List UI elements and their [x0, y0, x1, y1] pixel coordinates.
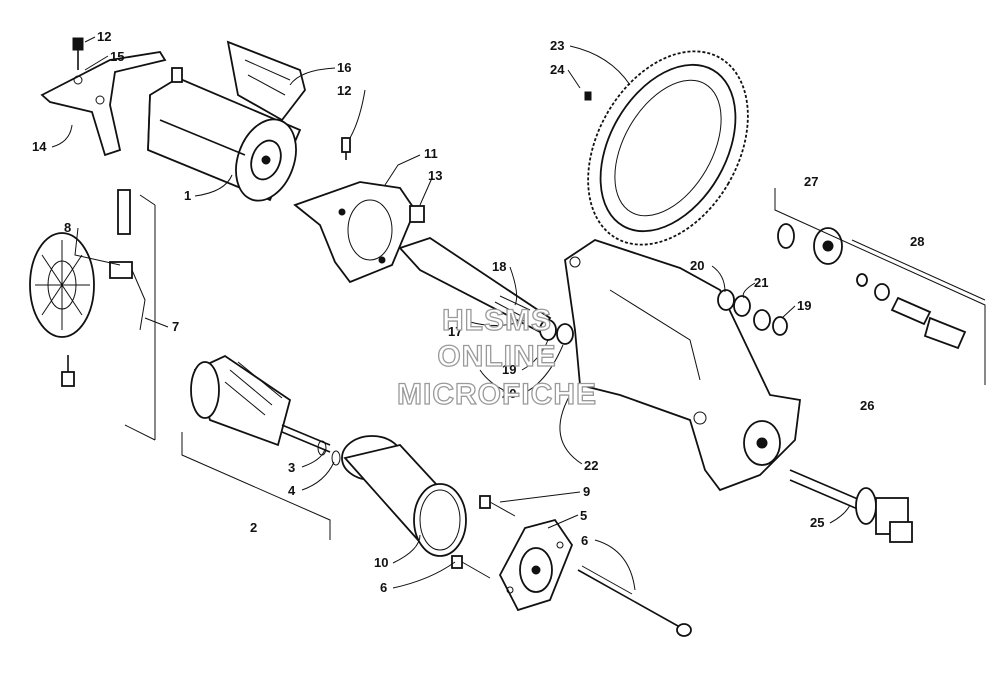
- washer-set: [717, 289, 788, 336]
- callout-28: 28: [910, 234, 924, 249]
- callout-10: 10: [374, 555, 388, 570]
- callout-4: 4: [288, 483, 296, 498]
- through-bolt: [577, 565, 692, 637]
- bendix-drive: [789, 469, 913, 543]
- mount-plate: [564, 239, 802, 492]
- callout-20b: 20: [690, 258, 704, 273]
- screw-long: [451, 555, 491, 579]
- callout-1: 1: [184, 188, 191, 203]
- callout-8: 8: [64, 220, 71, 235]
- callout-2: 2: [250, 520, 257, 535]
- callout-26: 26: [860, 398, 874, 413]
- screw-short: [479, 495, 516, 517]
- callout-labels: 12 15 14 16 12 1 11 13 8 7 2 3 4 18 17 1…: [32, 29, 924, 595]
- callout-7: 7: [172, 319, 179, 334]
- armature: [190, 354, 341, 466]
- callout-3: 3: [288, 460, 295, 475]
- clutch-group: [777, 223, 967, 350]
- callout-27: 27: [804, 174, 818, 189]
- callout-12: 12: [97, 29, 111, 44]
- callout-20: 20: [502, 386, 516, 401]
- field-coil-housing: [341, 435, 467, 557]
- callout-5: 5: [580, 508, 587, 523]
- callout-16: 16: [337, 60, 351, 75]
- callout-12b: 12: [337, 83, 351, 98]
- ring-gear: [584, 50, 749, 246]
- callout-25: 25: [810, 515, 824, 530]
- watermark-line-1: HLSMS: [442, 304, 552, 337]
- end-plate: [293, 181, 425, 284]
- brush-plate: [29, 189, 146, 387]
- mounting-bracket: [40, 51, 167, 157]
- callout-6a: 6: [380, 580, 387, 595]
- callout-19b: 19: [797, 298, 811, 313]
- watermark-line-3: MICROFICHE: [397, 378, 597, 411]
- callout-15: 15: [110, 49, 124, 64]
- callout-14: 14: [32, 139, 47, 154]
- drive-shaft: [398, 237, 574, 345]
- bolt: [72, 37, 84, 70]
- callout-23: 23: [550, 38, 564, 53]
- callout-11: 11: [424, 146, 438, 161]
- callout-22: 22: [584, 458, 598, 473]
- gasket: [226, 40, 306, 122]
- callout-17: 17: [448, 324, 462, 339]
- callout-19: 19: [502, 362, 516, 377]
- callout-9: 9: [583, 484, 590, 499]
- callout-6b: 6: [581, 533, 588, 548]
- watermark-line-2: ONLINE: [437, 340, 556, 373]
- callout-13: 13: [428, 168, 442, 183]
- watermark: HLSMS ONLINE MICROFICHE: [396, 303, 597, 411]
- callout-24: 24: [550, 62, 565, 77]
- screw: [341, 137, 351, 160]
- callout-21: 21: [754, 275, 768, 290]
- leader-lines: [51, 36, 851, 591]
- callout-18: 18: [492, 259, 506, 274]
- end-cap: [498, 518, 574, 612]
- starter-motor-housing: [147, 67, 302, 202]
